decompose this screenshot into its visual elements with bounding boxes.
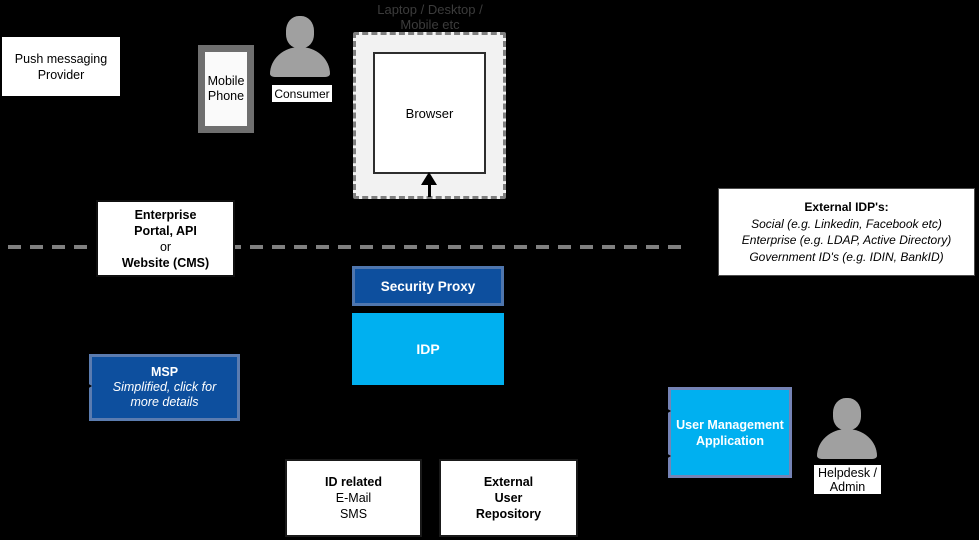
idp-box: IDP — [352, 313, 504, 385]
enterprise-portal-label-bottom: Website (CMS) — [121, 255, 210, 270]
external-user-repository-box: External User Repository — [439, 459, 578, 537]
zone-separator-dashed-line — [8, 245, 686, 249]
mobile-phone-screen: Mobile Phone — [205, 52, 247, 126]
connector-arrowhead-uma-bottom — [661, 450, 671, 462]
browser-label: Browser — [405, 105, 454, 121]
id-related-messaging-box: ID related E-Mail SMS — [285, 459, 422, 537]
external-idps-title: External IDP's: — [804, 200, 889, 214]
consumer-person-icon-body — [270, 47, 330, 77]
security-proxy-box: Security Proxy — [352, 266, 504, 306]
enterprise-portal-label-top: Enterprise Portal, API — [134, 207, 197, 238]
enterprise-portal-box: Enterprise Portal, API or Website (CMS) — [96, 200, 235, 277]
user-management-application-label: User Management Application — [676, 417, 784, 448]
external-idps-list: Social (e.g. Linkedin, Facebook etc) Ent… — [741, 216, 952, 264]
helpdesk-person-icon — [833, 398, 861, 430]
idp-label: IDP — [416, 341, 440, 357]
push-messaging-provider-label: Push messaging Provider — [14, 51, 108, 82]
helpdesk-person-icon-body — [817, 429, 877, 459]
connector-arrowhead-msp — [82, 380, 92, 392]
enterprise-portal-label-or: or — [159, 239, 172, 254]
id-related-title: ID related — [325, 475, 382, 489]
mobile-phone-label: Mobile Phone — [207, 74, 245, 103]
msp-subtitle: Simplified, click for more details — [112, 380, 217, 409]
browser-box: Browser — [373, 52, 486, 174]
consumer-label: Consumer — [272, 85, 332, 102]
msp-box[interactable]: MSP Simplified, click for more details — [89, 354, 240, 421]
arrow-up-line — [428, 184, 431, 197]
helpdesk-admin-label: Helpdesk / Admin — [814, 465, 881, 494]
push-messaging-provider-box: Push messaging Provider — [2, 37, 120, 96]
mobile-phone-icon: Mobile Phone — [198, 45, 254, 133]
device-zone-title: Laptop / Desktop / Mobile etc — [377, 2, 483, 32]
msp-title: MSP — [150, 365, 179, 379]
id-related-body: E-Mail SMS — [335, 491, 372, 521]
security-proxy-label: Security Proxy — [380, 278, 476, 294]
external-idps-box: External IDP's: Social (e.g. Linkedin, F… — [718, 188, 975, 276]
connector-arrowhead-uma-top — [661, 405, 671, 417]
arrow-up-icon — [421, 172, 437, 185]
helpdesk-admin-label-text: Helpdesk / Admin — [817, 465, 878, 494]
user-management-application-box: User Management Application — [668, 387, 792, 478]
external-user-repository-label: External User Repository — [475, 475, 542, 521]
consumer-person-icon — [286, 16, 314, 48]
